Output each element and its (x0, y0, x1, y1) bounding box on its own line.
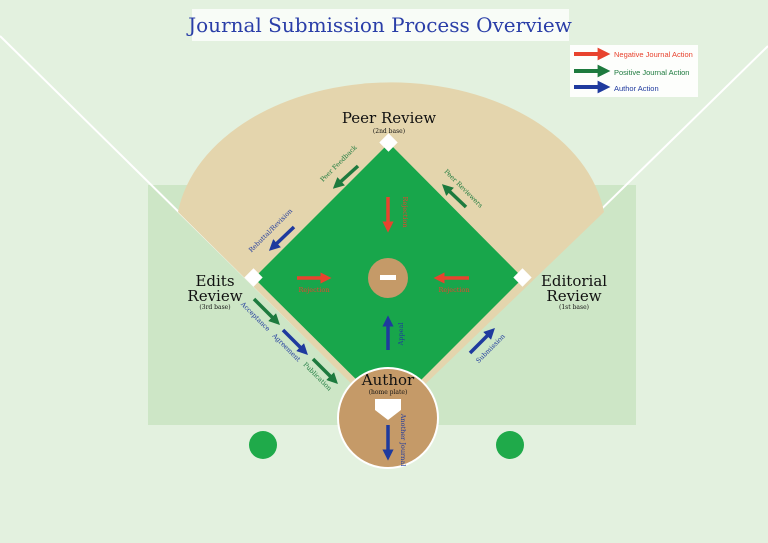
third-base-bag (244, 268, 263, 287)
legend-label-negative: Negative Journal Action (614, 50, 693, 59)
first-base-sublabel: (1st base) (559, 304, 589, 311)
home-plate (375, 399, 401, 420)
right-dugout-dot (496, 431, 524, 459)
rejection-label-top: Rejection (401, 196, 409, 227)
publication-arrow (311, 357, 338, 384)
edits-label: Edits (195, 272, 234, 290)
legend-item-author: Author Action (574, 80, 659, 94)
editorial-label: Editorial (541, 272, 607, 290)
page-title: Journal Submission Process Overview (186, 13, 572, 37)
legend-label-positive: Positive Journal Action (614, 68, 689, 77)
title-box (192, 9, 569, 41)
legend-label-author: Author Action (614, 84, 659, 93)
another-journal-label: Another Journal (399, 413, 407, 467)
peer-review-label: Peer Review (342, 109, 436, 127)
submission-arrow (468, 328, 495, 355)
rejection-label-left: Rejection (298, 286, 329, 294)
appeal-label: Appeal (397, 323, 405, 347)
home-sublabel: (home plate) (369, 389, 408, 396)
rebuttal-revision-arrow (268, 225, 296, 251)
editorial-review-label: Review (546, 287, 601, 305)
legend-item-positive: Positive Journal Action (574, 64, 689, 78)
second-base-sublabel: (2nd base) (373, 128, 405, 135)
first-base-bag (513, 268, 532, 287)
acceptance-arrow (252, 297, 280, 325)
pitcher-rubber (380, 275, 396, 280)
agreement-arrow (281, 328, 308, 355)
author-label: Author (361, 371, 415, 389)
edits-review-label: Review (187, 287, 242, 305)
legend-item-negative: Negative Journal Action (574, 47, 693, 61)
rejection-label-right: Rejection (438, 286, 469, 294)
left-dugout-dot (249, 431, 277, 459)
second-base-bag (379, 133, 398, 152)
peer-feedback-arrow (332, 164, 360, 189)
third-base-sublabel: (3rd base) (199, 304, 230, 311)
peer-reviewers-arrow (441, 184, 468, 209)
